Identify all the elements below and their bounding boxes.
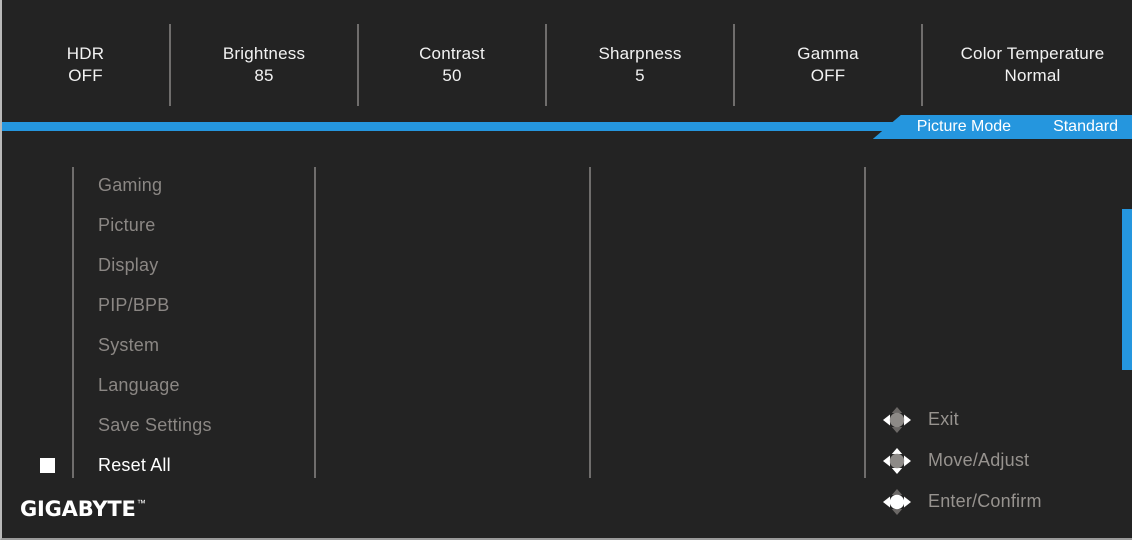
gigabyte-logo: GIGABYTE ™ (20, 497, 146, 521)
quick-setting-label: Gamma (797, 43, 859, 63)
column-divider-1 (314, 167, 316, 478)
quick-setting-label: Sharpness (598, 43, 682, 63)
picture-mode-value: Standard (1053, 118, 1118, 135)
scrollbar-thumb[interactable] (1122, 209, 1132, 370)
legend-label: Exit (928, 409, 959, 429)
quick-setting-value: OFF (68, 66, 103, 85)
menu-item-picture[interactable]: Picture (98, 205, 308, 245)
scrollbar-track[interactable] (1122, 131, 1132, 538)
joystick-move-icon (880, 447, 914, 475)
quick-setting-label: Color Temperature (960, 43, 1105, 63)
legend-label: Enter/Confirm (928, 491, 1042, 511)
accent-rule (2, 122, 1132, 131)
menu-item-label: System (98, 334, 160, 355)
quick-setting-label: HDR (66, 43, 105, 63)
menu-item-label: Save Settings (98, 414, 212, 435)
quick-setting-value: 5 (635, 66, 645, 85)
menu-item-label: Reset All (98, 454, 171, 475)
joystick-press-icon (880, 488, 914, 516)
picture-mode-label: Picture Mode (916, 118, 1012, 135)
column-divider-3 (864, 167, 866, 478)
menu-item-label: Display (98, 254, 159, 275)
quick-setting-value: 85 (254, 66, 274, 85)
quick-setting-divider (357, 24, 359, 106)
trademark-symbol: ™ (136, 498, 146, 508)
quick-setting-divider (169, 24, 171, 106)
menu-item-label: Picture (98, 214, 156, 235)
quick-setting-divider (921, 24, 923, 106)
quick-setting-value: Normal (1004, 66, 1061, 85)
quick-setting-hdr[interactable]: HDR OFF (2, 0, 169, 130)
quick-setting-label: Contrast (419, 43, 485, 63)
legend-row-exit: Exit (880, 399, 1042, 440)
quick-setting-value: OFF (810, 66, 846, 85)
quick-setting-value: 50 (442, 66, 462, 85)
legend-label: Move/Adjust (928, 450, 1030, 470)
quick-setting-label: Brightness (222, 43, 306, 63)
menu-item-system[interactable]: System (98, 325, 308, 365)
menu-item-pip-bpb[interactable]: PIP/BPB (98, 285, 308, 325)
legend-row-enter-confirm: Enter/Confirm (880, 481, 1042, 522)
quick-setting-divider (545, 24, 547, 106)
picture-mode-tag[interactable]: Picture Mode Standard (872, 115, 1132, 139)
quick-setting-contrast[interactable]: Contrast 50 (359, 0, 545, 130)
brand-name: GIGABYTE (20, 497, 136, 521)
menu-item-label: Gaming (98, 174, 163, 195)
menu-item-language[interactable]: Language (98, 365, 308, 405)
quick-setting-brightness[interactable]: Brightness 85 (171, 0, 357, 130)
joystick-left-right-icon (880, 406, 914, 434)
menu-item-gaming[interactable]: Gaming (98, 165, 308, 205)
legend-row-move-adjust: Move/Adjust (880, 440, 1042, 481)
menu-item-display[interactable]: Display (98, 245, 308, 285)
quick-settings-bar: HDR OFF Brightness 85 Contrast 50 Sharpness 5 Ga… (2, 0, 1132, 130)
quick-setting-sharpness[interactable]: Sharpness 5 (547, 0, 733, 130)
menu-item-save-settings[interactable]: Save Settings (98, 405, 308, 445)
column-divider-0 (72, 167, 74, 478)
menu-item-label: PIP/BPB (98, 294, 170, 315)
column-divider-2 (589, 167, 591, 478)
menu-item-label: Language (98, 374, 180, 395)
menu-item-reset-all[interactable]: Reset All (40, 445, 308, 485)
quick-setting-divider (733, 24, 735, 106)
selection-marker-icon (40, 457, 55, 473)
